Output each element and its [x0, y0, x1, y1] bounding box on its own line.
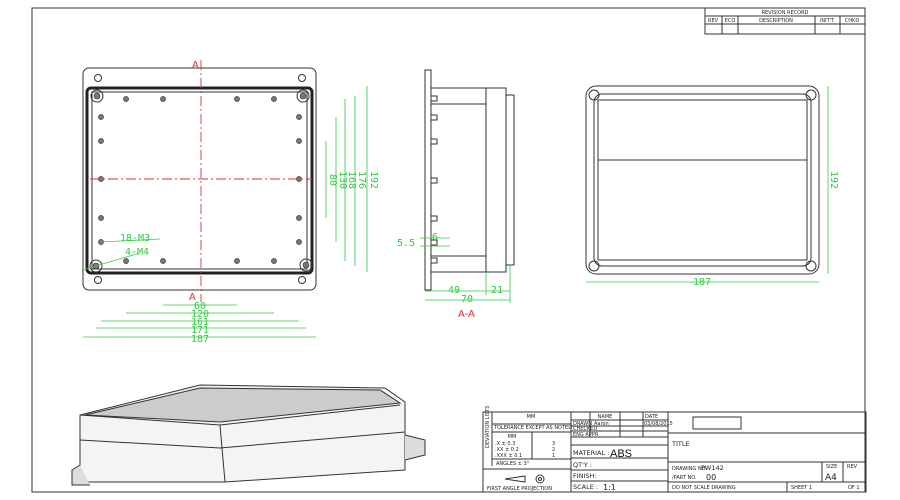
description-col: DESCRIPTION — [759, 18, 793, 24]
tol-range-2: .XX ± 0.2 — [495, 447, 519, 453]
rev-label: REV — [847, 464, 858, 470]
qty-label: QT'Y : — [573, 461, 592, 469]
scale-label: SCALE : — [573, 483, 598, 491]
no-scale-label: DO NOT SCALE DRAWING — [672, 485, 736, 491]
hole-callout-m4: 4-M4 — [125, 247, 149, 258]
section-title: A-A — [458, 309, 475, 320]
drawn-label: DRAWN — [573, 421, 592, 427]
side-section-view: 6 5.5 49 21 70 A-A — [397, 69, 515, 320]
sheet-label: SHEET 1 — [791, 485, 812, 491]
section-mark-bottom: A — [189, 292, 196, 303]
tol-value-1: 3 — [552, 441, 555, 447]
of-label: OF 1 — [848, 485, 860, 491]
angles-tolerance: ANGLES ± 3° — [496, 461, 530, 467]
part-no-label: /PART NO. — [672, 475, 697, 481]
dim-171: 171 — [191, 325, 209, 336]
size-label: SIZE — [826, 464, 837, 470]
drawing-no-label: DRAWING NO. — [672, 466, 707, 472]
material-label: MATERIAL : — [573, 449, 609, 457]
projection-symbol — [504, 474, 545, 484]
dim-187: 187 — [191, 334, 209, 345]
front-view: A A 18-M3 4-M4 60 120 161 171 187 80 — [81, 60, 379, 345]
isometric-view — [71, 384, 426, 486]
tol-value-3: 1 — [552, 453, 555, 459]
revision-record-title: REVISION RECORD — [762, 10, 809, 16]
dim-168: 168 — [346, 171, 357, 189]
vertical-dimensions: 80 130 168 176 192 — [325, 86, 379, 272]
tol-range-1: .X ± 0.3 — [495, 441, 515, 447]
dim-176: 176 — [356, 171, 367, 189]
dim-5-5: 5.5 — [397, 238, 415, 249]
drawn-name: Aaron — [594, 421, 609, 427]
section-mark-top: A — [192, 60, 199, 71]
units-label: MM — [527, 414, 536, 420]
title-block: DEVIATION LISTS MM TOLERANCE EXCEPT AS N… — [482, 406, 867, 493]
dim-192: 192 — [368, 171, 379, 189]
back-width-dim: 187 — [693, 277, 711, 288]
dim-80: 80 — [327, 174, 338, 186]
title-label: TITLE — [671, 440, 690, 448]
part-no-value: 00 — [706, 473, 716, 482]
dim-60: 60 — [194, 301, 206, 312]
dim-130: 130 — [337, 171, 348, 189]
back-height-dim: 192 — [828, 171, 839, 189]
scale-value: 1:1 — [603, 483, 616, 492]
size-value: A4 — [825, 473, 837, 483]
checked-label: CHECKED — [573, 426, 597, 432]
tol-value-2: 2 — [552, 447, 555, 453]
tol-col-header: MM — [508, 434, 517, 440]
eng-appr-label: ENG APPR — [573, 432, 599, 438]
projection-label: FIRST ANGLE PROJECTION — [487, 486, 552, 492]
tol-range-3: .XXX ± 0.1 — [495, 453, 522, 459]
chkd-col: CHKD — [845, 18, 860, 24]
name-header: NAME — [598, 414, 613, 420]
init-col: INIT'T — [820, 18, 835, 24]
revision-record-table: REVISION RECORD REV ECO DESCRIPTION INIT… — [704, 7, 866, 35]
hole-callout-m3: 18-M3 — [120, 233, 150, 244]
drawing-border — [31, 7, 866, 493]
dim-161: 161 — [191, 317, 209, 328]
dim-21: 21 — [491, 285, 503, 296]
dim-6: 6 — [432, 232, 438, 243]
material-value: ABS — [610, 448, 632, 460]
back-view: 187 192 — [585, 85, 839, 288]
drawn-date: 03/08/2015 — [644, 421, 673, 427]
horizontal-dimensions: 60 120 161 171 187 — [83, 301, 316, 345]
drawing-no-value: PW142 — [701, 464, 724, 472]
deviation-label: DEVIATION LISTS — [485, 406, 491, 448]
eco-col: ECO — [725, 18, 736, 24]
dim-49: 49 — [448, 285, 460, 296]
dim-120: 120 — [191, 309, 209, 320]
rev-col: REV — [708, 18, 719, 24]
dim-70: 70 — [461, 294, 473, 305]
logo-box — [692, 416, 742, 430]
tolerance-header: TOLERANCE EXCEPT AS NOTED — [493, 425, 572, 431]
date-header: DATE — [645, 414, 658, 420]
finish-label: FINISH: — [573, 472, 597, 480]
